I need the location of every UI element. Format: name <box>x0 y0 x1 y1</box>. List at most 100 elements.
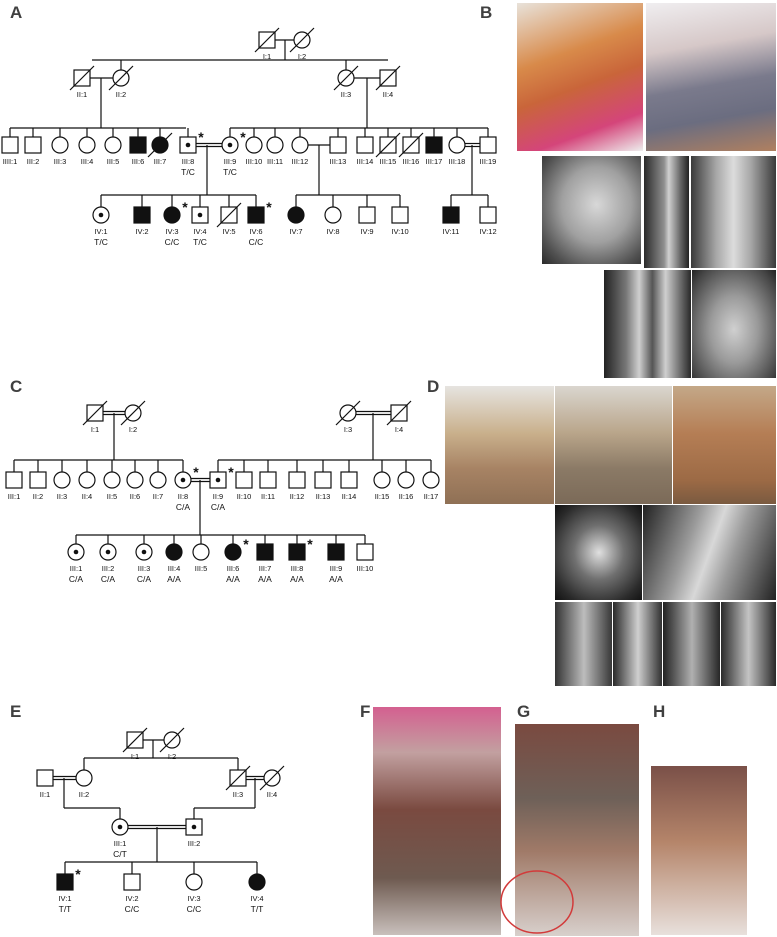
individual-id: III:19 <box>480 157 497 166</box>
carrier-dot <box>191 824 197 830</box>
individual-id: IV:10 <box>391 227 408 236</box>
redaction-bar <box>660 10 715 28</box>
individual-I-2: I:2 <box>120 400 146 434</box>
female-symbol <box>149 471 167 489</box>
individual-II-9: *II:9C/A <box>209 464 234 512</box>
xray-pelvis <box>691 269 777 379</box>
carrier-dot <box>197 212 203 218</box>
carrier-dot <box>98 212 104 218</box>
individual-id: III:2 <box>188 839 201 848</box>
individual-id: II:2 <box>116 90 126 99</box>
individual-III-17: III:17 <box>425 136 443 166</box>
individual-id: III:17 <box>426 157 443 166</box>
individual-id: IV:11 <box>443 227 460 236</box>
female-symbol <box>78 471 96 489</box>
individual-III-6: III:6 <box>129 136 147 166</box>
individual-id: III:3 <box>138 564 151 573</box>
deceased-slash <box>82 400 108 426</box>
individual-II-4: II:4 <box>375 65 401 99</box>
individual-II-15: II:15 <box>373 471 391 501</box>
genotype-label: T/T <box>59 904 72 914</box>
individual-III-10: III:10 <box>356 543 374 573</box>
individual-id: III:18 <box>449 157 466 166</box>
individual-III-5: III:5 <box>192 543 210 573</box>
male-symbol <box>356 136 374 154</box>
deceased-slash <box>225 765 251 791</box>
individual-II-1: II:1 <box>36 769 54 799</box>
individual-id: III:9 <box>330 564 343 573</box>
individual-id: II:2 <box>79 790 89 799</box>
photo-legs-feet <box>514 723 640 937</box>
individual-id: III:1 <box>70 564 83 573</box>
genotype-label: T/C <box>94 237 108 247</box>
individual-III-3: III:3 <box>51 136 69 166</box>
photo-back-scoliosis <box>672 385 777 505</box>
individual-id: III:1 <box>114 839 127 848</box>
deceased-slash <box>122 727 148 753</box>
individual-III-2: III:2 <box>24 136 42 166</box>
individual-id: III:16 <box>403 157 420 166</box>
redaction-bar <box>612 401 628 410</box>
female-symbol <box>104 136 122 154</box>
genotype-label: A/A <box>290 574 304 584</box>
genotype-label: C/A <box>137 574 152 584</box>
individual-III-12: III:12 <box>291 136 309 166</box>
proband-star: * <box>228 464 234 480</box>
individual-id: IV:6 <box>249 227 262 236</box>
xray-spine-ap <box>690 155 777 269</box>
individual-II-16: II:16 <box>397 471 415 501</box>
individual-IV-4: IV:4T/C <box>191 206 209 247</box>
individual-id: III:4 <box>81 157 94 166</box>
female-symbol <box>324 206 342 224</box>
male-symbol <box>314 471 332 489</box>
male-symbol <box>5 471 23 489</box>
female-symbol <box>248 873 266 891</box>
xray-legs <box>603 269 693 379</box>
individual-id: I:3 <box>344 425 352 434</box>
individual-II-3: II:3 <box>53 471 71 501</box>
individual-III-1: III:1C/A <box>67 543 85 584</box>
photo-man-crutches <box>372 706 502 936</box>
female-symbol <box>422 471 440 489</box>
individual-id: II:6 <box>130 492 140 501</box>
individual-IV-5: IV:5 <box>216 202 242 236</box>
individual-id: II:7 <box>153 492 163 501</box>
male-symbol <box>340 471 358 489</box>
individual-III-10: III:10 <box>245 136 263 166</box>
individual-I-2: I:2 <box>159 727 185 761</box>
individual-IV-4: IV:4T/T <box>248 873 266 914</box>
genotype-label: A/A <box>226 574 240 584</box>
individual-IV-10: IV:10 <box>391 206 409 236</box>
photo-children-seated <box>554 385 674 505</box>
male-symbol <box>256 543 274 561</box>
panel-letter-d: D <box>427 377 439 396</box>
individual-II-13: II:13 <box>314 471 332 501</box>
genotype-label: C/C <box>125 904 140 914</box>
carrier-dot <box>73 549 79 555</box>
genotype-label: C/C <box>165 237 180 247</box>
individual-II-2: II:2 <box>29 471 47 501</box>
individual-III-4: III:4A/A <box>165 543 183 584</box>
male-symbol <box>479 136 497 154</box>
male-symbol <box>24 136 42 154</box>
individual-id: III:6 <box>227 564 240 573</box>
male-symbol <box>356 543 374 561</box>
panel-letter-a: A <box>10 3 22 22</box>
individual-IV-11: IV:11 <box>442 206 460 236</box>
proband-star: * <box>240 129 246 145</box>
female-symbol <box>163 206 181 224</box>
photo-child-sitting <box>645 2 777 152</box>
individual-III-2: III:2 <box>185 818 203 848</box>
individual-III-8: *III:8A/A <box>288 536 313 584</box>
individual-IV-7: IV:7 <box>287 206 305 236</box>
individual-III-3: III:3C/A <box>135 543 153 584</box>
individual-IIII-1: IIII:1 <box>1 136 19 166</box>
genotype-label: C/A <box>69 574 84 584</box>
female-symbol <box>397 471 415 489</box>
panel-letter-f: F <box>360 702 370 721</box>
xray-skull <box>541 155 642 265</box>
individual-IV-9: IV:9 <box>358 206 376 236</box>
individual-id: III:15 <box>380 157 397 166</box>
male-symbol <box>391 206 409 224</box>
